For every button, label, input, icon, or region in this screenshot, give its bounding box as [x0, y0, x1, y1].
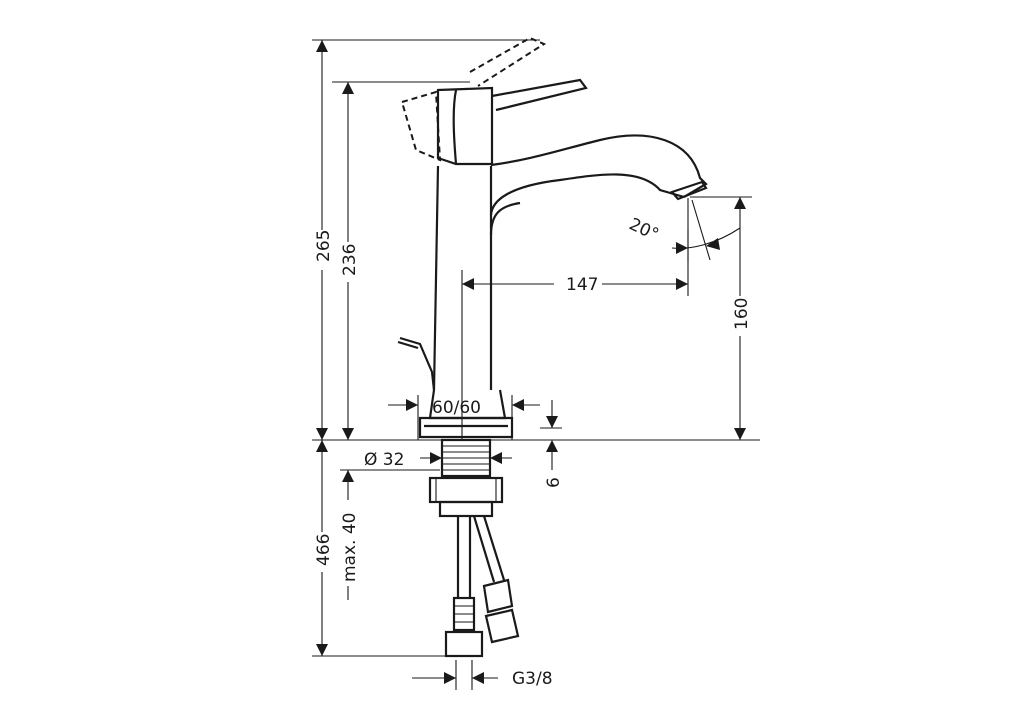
faucet-body	[418, 134, 708, 439]
popup-lever	[397, 336, 436, 391]
label-connection: G3/8	[512, 669, 553, 689]
label-outlet-height: 160	[732, 298, 752, 330]
label-hose-length: 466	[314, 534, 334, 566]
label-spray-angle: 20°	[626, 214, 662, 245]
mounting-thread	[428, 438, 520, 658]
label-thread-diameter: Ø 32	[364, 450, 404, 470]
label-overall-height: 265	[314, 230, 334, 262]
label-spout-height: 236	[340, 244, 360, 276]
faucet-handle	[400, 36, 588, 166]
label-spout-reach: 147	[566, 275, 598, 295]
dimension-lines	[312, 39, 760, 690]
label-base-size: 60/60	[432, 398, 481, 418]
label-base-plate: 6	[544, 477, 564, 488]
dimension-labels: 265 236 160 147 20° 60/60 Ø 32 6 466 max…	[312, 214, 752, 689]
label-max-thickness: max. 40	[340, 513, 360, 582]
